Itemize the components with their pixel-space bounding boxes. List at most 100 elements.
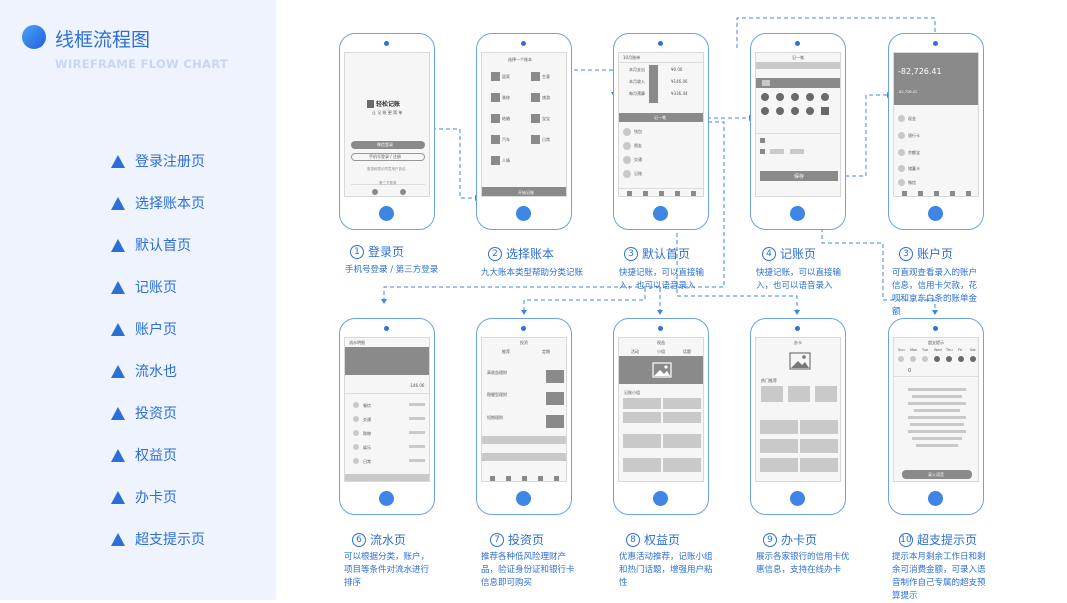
category-icon[interactable] [806,107,814,115]
category-icon[interactable] [761,93,769,101]
record-button[interactable] [619,113,703,122]
flow-row[interactable]: 娱乐 [363,445,371,450]
account-row[interactable]: 银行卡 [908,133,920,138]
category-icon[interactable] [806,93,814,101]
record-tabs[interactable] [756,62,840,69]
index-item[interactable]: 选择账本页 [111,182,205,224]
index-item[interactable]: 账户页 [111,308,205,350]
index-item[interactable]: 登录注册页 [111,140,205,182]
card-tile[interactable] [815,386,837,402]
book-tile-icon[interactable] [491,72,500,81]
tab-icon[interactable] [691,191,696,196]
book-label: 生意 [542,74,550,79]
save-button[interactable] [760,171,838,181]
category-icon[interactable] [791,93,799,101]
bank-card[interactable] [800,439,838,453]
book-tile-icon[interactable] [531,135,540,144]
bank-card[interactable] [800,458,838,472]
book-tile-icon[interactable] [491,156,500,165]
book-tile-icon[interactable] [531,93,540,102]
qq-icon[interactable] [400,189,406,195]
tab-icon[interactable] [659,191,664,196]
tab-icon[interactable] [966,191,971,196]
flow-row[interactable]: 餐饮 [363,403,371,408]
index-item[interactable]: 记账页 [111,266,205,308]
index-item[interactable]: 超支提示页 [111,518,205,560]
tab-icon[interactable] [950,191,955,196]
category-icon[interactable] [821,93,829,101]
bank-card[interactable] [800,420,838,434]
tab-fixed[interactable]: 定期 [542,349,550,354]
phone-login-button[interactable] [351,153,425,161]
group-card[interactable] [623,398,661,409]
tab-activity[interactable]: 活动 [631,349,639,354]
tab-icon[interactable] [522,476,527,481]
book-tile-icon[interactable] [531,72,540,81]
tab-icon[interactable] [675,191,680,196]
chip[interactable] [790,149,804,154]
start-button[interactable] [482,187,566,196]
tab-group[interactable]: 小组 [657,349,665,354]
bank-card[interactable] [760,420,798,434]
account-row[interactable]: 微信 [908,180,916,185]
product-title[interactable]: 稳健型理财 [487,392,507,397]
tab-icon[interactable] [506,476,511,481]
category-icon[interactable] [776,93,784,101]
category-icon[interactable] [791,107,799,115]
tab-icon[interactable] [627,191,632,196]
category-icon[interactable] [776,107,784,115]
book-tile-icon[interactable] [491,114,500,123]
flow-row[interactable]: 交通 [363,417,371,422]
group-card[interactable] [663,398,701,409]
tab-icon[interactable] [538,476,543,481]
wechat-login-button[interactable] [351,141,425,149]
product-title[interactable]: 短期理财 [487,415,503,420]
tab-icon[interactable] [554,476,559,481]
topic-card[interactable] [663,458,701,472]
arrowhead [932,310,938,315]
topic-card[interactable] [623,434,661,448]
tab-icon[interactable] [902,191,907,196]
invest-screen: 投资 推荐 定期 高收益理财 稳健型理财 短期理财 [481,337,567,482]
index-item[interactable]: 权益页 [111,434,205,476]
category-icon [353,458,359,464]
tab-icon[interactable] [918,191,923,196]
chip[interactable] [770,149,784,154]
flow-row[interactable]: 购物 [363,431,371,436]
tab-icon[interactable] [934,191,939,196]
tab-icon[interactable] [643,191,648,196]
card-tile[interactable] [788,386,810,402]
wechat-icon[interactable] [372,189,378,195]
account-row[interactable]: 现金 [908,116,916,121]
amount-input[interactable] [756,78,840,88]
amount-bar [409,403,425,406]
index-item[interactable]: 办卡页 [111,476,205,518]
book-tile-icon[interactable] [531,114,540,123]
book-tile-icon[interactable] [491,135,500,144]
topic-card[interactable] [663,434,701,448]
flow-row[interactable]: 日常 [363,459,371,464]
index-item[interactable]: 流水也 [111,350,205,392]
card-tile[interactable] [761,386,783,402]
book-tile-icon[interactable] [491,93,500,102]
date-icon[interactable] [760,149,765,154]
tab-topic[interactable]: 话题 [683,349,691,354]
voice-record-button[interactable] [902,470,972,479]
account-row[interactable]: 余额宝 [908,150,920,155]
tab-recommend[interactable]: 推荐 [502,349,510,354]
banner-image[interactable] [619,356,703,384]
index-item[interactable]: 默认首页 [111,224,205,266]
bank-card[interactable] [760,439,798,453]
product-title[interactable]: 高收益理财 [487,370,507,375]
category-icon[interactable] [821,107,829,115]
index-item[interactable]: 投资页 [111,392,205,434]
tab-icon[interactable] [490,476,495,481]
topic-card[interactable] [623,458,661,472]
account-icon[interactable] [760,138,765,143]
account-row[interactable]: 储蓄卡 [908,166,920,171]
bank-card[interactable] [760,458,798,472]
group-card[interactable] [663,412,701,423]
tabbar[interactable] [345,474,429,481]
category-icon[interactable] [761,107,769,115]
group-card[interactable] [623,412,661,423]
